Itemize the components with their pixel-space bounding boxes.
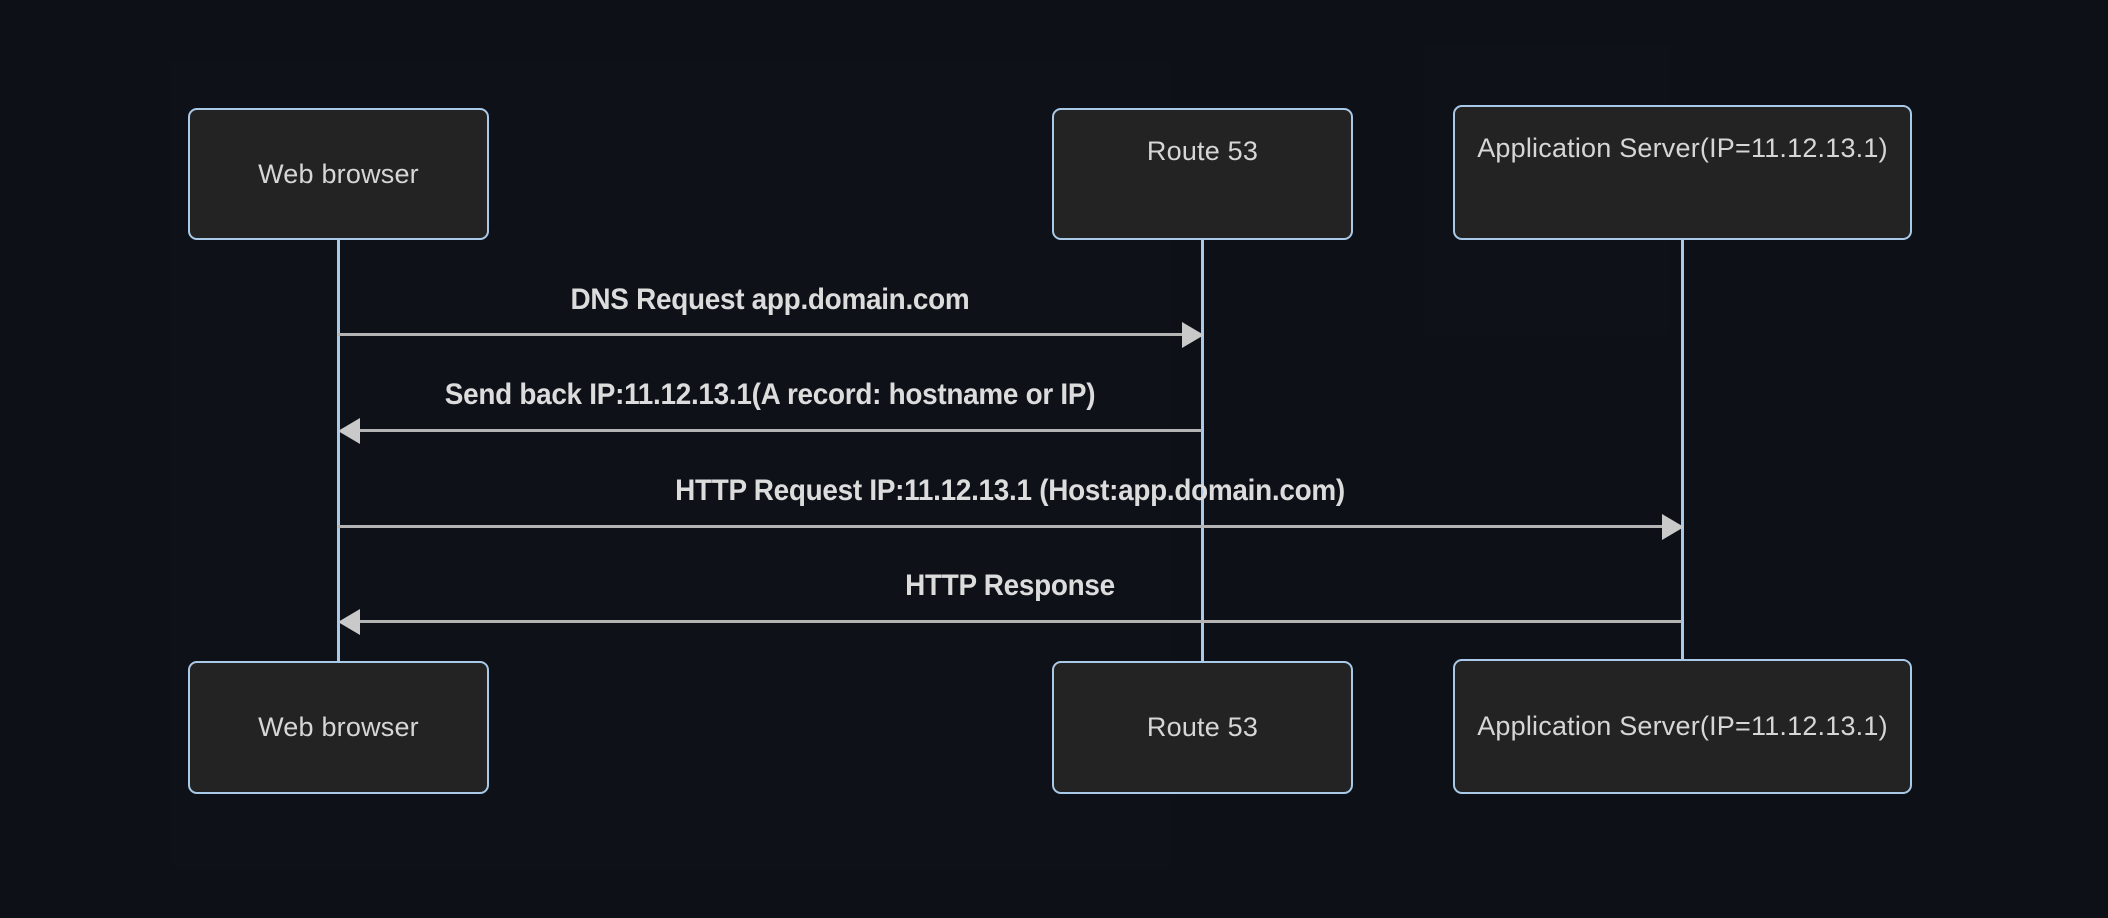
participant-box-route53-bottom[interactable]: Route 53 <box>1052 661 1353 794</box>
participant-box-browser-bottom[interactable]: Web browser <box>188 661 489 794</box>
participant-label-route53-bottom: Route 53 <box>1146 712 1259 742</box>
message-label-4: HTTP Response <box>905 569 1115 602</box>
message-label-2: Send back IP:11.12.13.1(A record: hostna… <box>444 378 1096 411</box>
message-line-3 <box>338 525 1662 528</box>
arrow-head-right-1 <box>1182 322 1204 348</box>
participant-label-appserver-bottom: Application Server(IP=11.12.13.1) <box>1477 711 1888 741</box>
arrow-head-right-3 <box>1662 514 1684 540</box>
participant-label-route53-top: Route 53 <box>1146 136 1259 166</box>
participant-box-browser-top[interactable]: Web browser <box>188 108 489 240</box>
message-line-4 <box>360 620 1682 623</box>
participant-label-browser-bottom: Web browser <box>258 712 419 742</box>
participant-label-appserver-top: Application Server(IP=11.12.13.1) <box>1477 133 1888 163</box>
message-line-1 <box>338 333 1182 336</box>
lifeline-appserver <box>1681 238 1684 662</box>
participant-label-browser-top: Web browser <box>258 158 419 189</box>
message-label-3: HTTP Request IP:11.12.13.1 (Host:app.dom… <box>675 474 1345 507</box>
message-label-1: DNS Request app.domain.com <box>570 283 970 316</box>
participant-box-appserver-top[interactable]: Application Server(IP=11.12.13.1) <box>1453 105 1912 240</box>
arrow-head-left-4 <box>338 609 360 635</box>
lifeline-browser <box>337 240 340 662</box>
participant-box-route53-top[interactable]: Route 53 <box>1052 108 1353 240</box>
lifeline-route53 <box>1201 240 1204 662</box>
arrow-head-left-2 <box>338 418 360 444</box>
message-line-2 <box>360 429 1202 432</box>
participant-box-appserver-bottom[interactable]: Application Server(IP=11.12.13.1) <box>1453 659 1912 794</box>
